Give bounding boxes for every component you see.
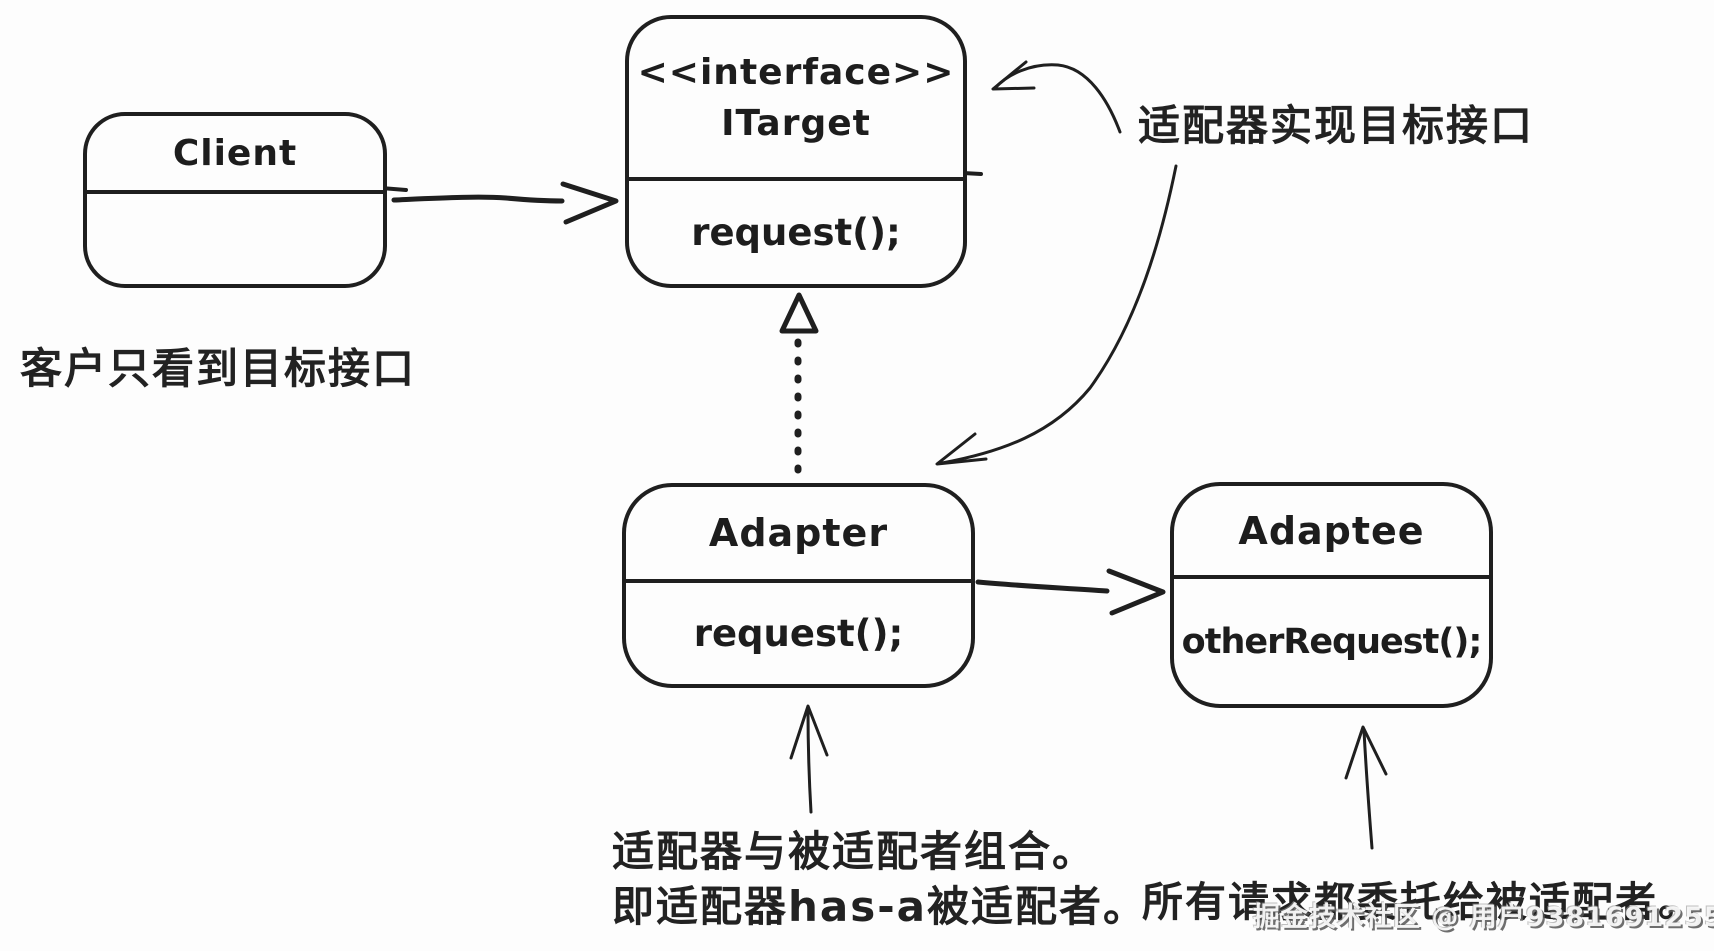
note-adapter-composes-adaptee: 适配器与被适配者组合。 即适配器has-a被适配者。: [612, 824, 1147, 934]
implements-note-arrow-to-adapter: [935, 164, 1178, 466]
adapter-title: Adapter: [708, 511, 889, 555]
composition-note-arrow: [789, 704, 829, 814]
itarget-interface-box: <<interface>> ITarget request();: [625, 15, 967, 288]
client-class-title: Client: [172, 132, 298, 174]
note-compose-line1: 适配器与被适配者组合。: [612, 827, 1097, 876]
note-client-sees-target: 客户只看到目标接口: [20, 344, 417, 393]
realization-arrow: [779, 292, 819, 480]
note-adapter-implements-target: 适配器实现目标接口: [1138, 101, 1535, 150]
client-to-itarget-arrow: [379, 181, 619, 225]
itarget-title: ITarget: [721, 103, 871, 144]
note-delegate-to-adaptee: 所有请求都委托给被适配者。: [1142, 878, 1701, 926]
adaptee-class-box: Adaptee otherRequest();: [1170, 482, 1493, 708]
itarget-methods: request();: [629, 181, 963, 284]
client-class-box: Client: [83, 112, 387, 288]
watermark: 掘金技术社区 @ 用户9381691255360: [1253, 902, 1714, 933]
adapter-to-adaptee-arrow: [975, 568, 1166, 616]
itarget-method-request: request();: [691, 211, 901, 254]
adapter-header: Adapter: [626, 487, 971, 583]
client-class-header: Client: [87, 116, 383, 194]
adaptee-method-otherrequest: otherRequest();: [1181, 621, 1483, 662]
client-class-body: [87, 194, 383, 284]
adaptee-header: Adaptee: [1174, 486, 1489, 579]
note-compose-line2: 即适配器has-a被适配者。: [612, 882, 1148, 931]
adaptee-methods: otherRequest();: [1174, 579, 1489, 704]
adapter-method-request: request();: [693, 612, 904, 655]
adapter-class-box: Adapter request();: [622, 483, 975, 688]
implements-note-arrow-to-itarget: [991, 60, 1122, 134]
adapter-methods: request();: [626, 583, 971, 684]
itarget-stereotype: <<interface>>: [637, 52, 955, 93]
adaptee-title: Adaptee: [1238, 508, 1425, 553]
delegation-note-arrow: [1344, 725, 1388, 850]
itarget-header: <<interface>> ITarget: [629, 19, 963, 181]
